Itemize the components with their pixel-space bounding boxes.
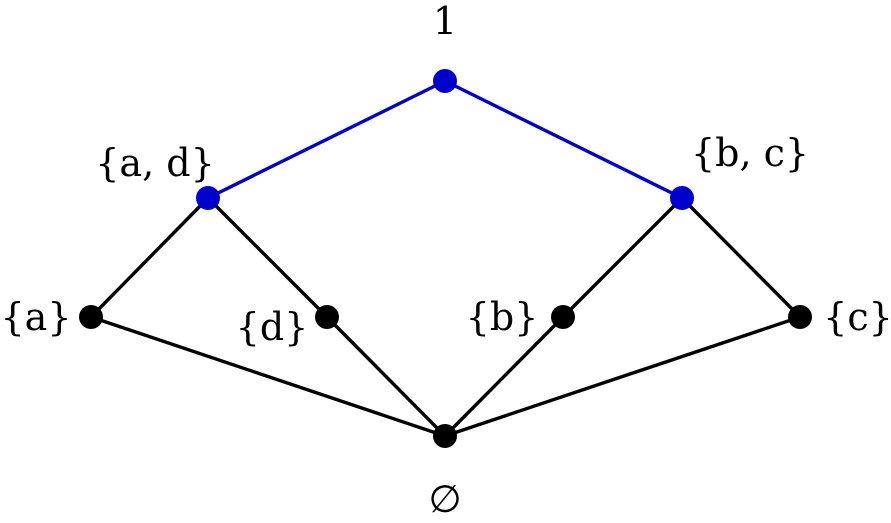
edge-a-empty: [89, 315, 447, 438]
edge-b-empty: [443, 315, 565, 438]
edges-layer: [89, 79, 802, 438]
nodes-layer: [79, 69, 812, 448]
node-ad: [196, 186, 220, 210]
edge-ad-a: [89, 196, 210, 319]
node-label-c: {c}: [823, 295, 891, 339]
edge-d-empty: [325, 315, 447, 438]
node-label-top: 1: [433, 0, 457, 43]
node-top: [433, 69, 457, 93]
edge-bc-b: [561, 196, 684, 319]
node-label-d: {d}: [236, 305, 309, 349]
node-label-b: {b}: [466, 295, 539, 339]
node-c: [788, 305, 812, 329]
node-label-bc: {b, c}: [691, 131, 809, 175]
edge-c-empty: [443, 315, 802, 438]
edge-top-bc: [443, 79, 684, 200]
node-empty: [433, 424, 457, 448]
node-b: [551, 305, 575, 329]
edge-ad-d: [206, 196, 329, 319]
node-bc: [670, 186, 694, 210]
node-label-ad: {a, d}: [95, 141, 215, 185]
node-d: [315, 305, 339, 329]
edge-top-ad: [206, 79, 447, 200]
edge-bc-c: [680, 196, 802, 319]
node-label-empty: ∅: [428, 477, 461, 521]
node-label-a: {a}: [0, 295, 71, 339]
node-a: [79, 305, 103, 329]
